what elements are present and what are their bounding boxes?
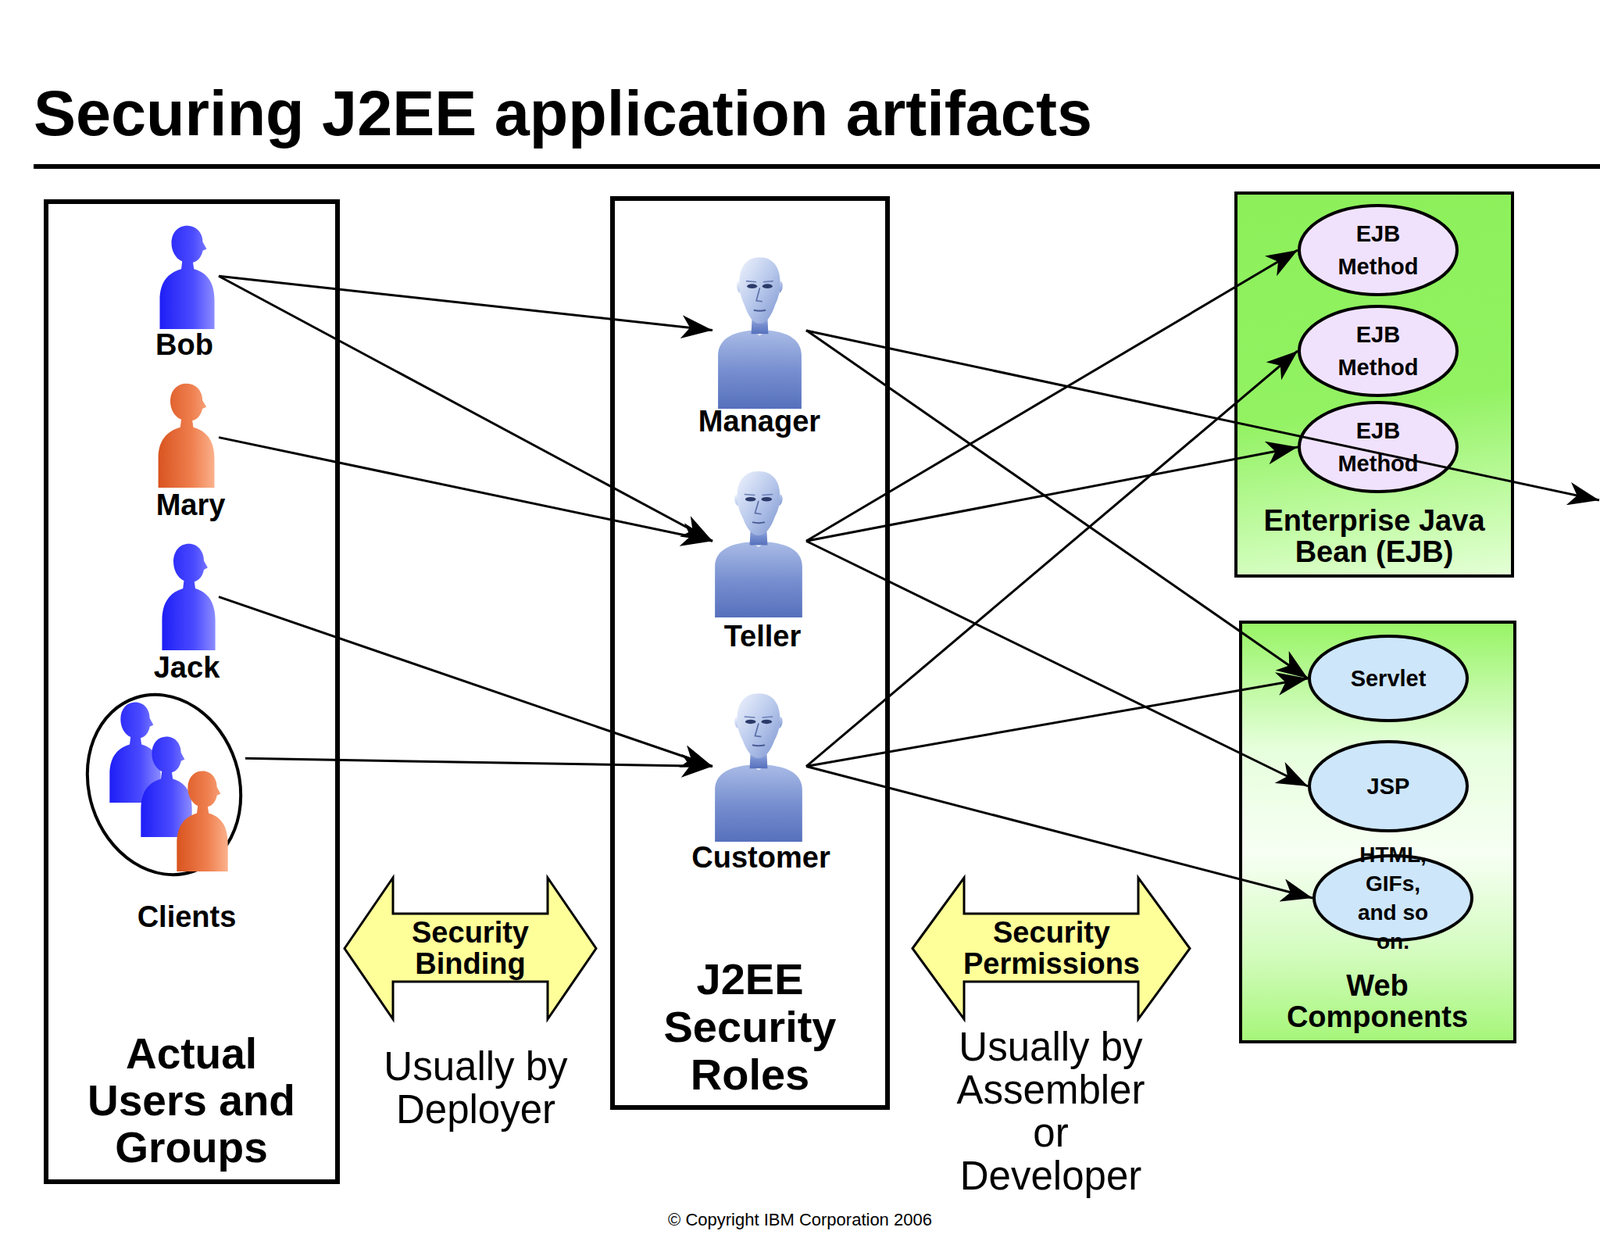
component-ellipse	[1299, 306, 1458, 396]
connector-arrow	[806, 766, 1313, 898]
component-ellipse	[1309, 635, 1468, 721]
connector-arrow	[218, 275, 713, 330]
node-text: Bob	[155, 328, 214, 361]
component-ellipse	[1309, 741, 1468, 831]
connector-arrow	[806, 678, 1308, 767]
role-figure: Manager	[712, 255, 807, 438]
leader-arrow	[806, 330, 1600, 500]
web-component: Servlet	[1307, 634, 1469, 722]
web-component: JSP	[1307, 739, 1469, 833]
user-figure: Jack	[156, 539, 219, 683]
node-outline	[84, 689, 246, 934]
connector-arrow	[218, 437, 713, 542]
user-figure: Mary	[154, 378, 219, 522]
component-ellipse	[1314, 855, 1472, 940]
ejb-method: EJB Method	[1297, 203, 1459, 297]
node-text: Jack	[153, 650, 221, 684]
figure-symbol	[158, 383, 215, 488]
role-figure: Customer	[712, 691, 807, 874]
user-figure: Bob	[156, 221, 219, 362]
group-box: Actual Users and Groups BobMaryJackClient…	[43, 199, 340, 1184]
node-text: Customer	[691, 840, 830, 874]
connector-arrow	[245, 757, 713, 766]
node-text: Teller	[724, 619, 802, 653]
node-outline	[1297, 304, 1459, 397]
node-text: Manager	[698, 404, 821, 438]
node-text: Servlet	[1350, 664, 1427, 693]
free-label: Usually by Assembler or Developer	[953, 1025, 1149, 1197]
double-arrow-shape	[912, 877, 1190, 1019]
node-text: Security Permissions	[953, 916, 1150, 979]
ejb-method: EJB Method	[1297, 304, 1459, 397]
connector-arrow	[218, 275, 713, 541]
connector-arrow	[806, 350, 1298, 767]
connector-arrow	[806, 446, 1298, 541]
node-text: HTML, GIFs, and so on.	[1350, 839, 1436, 956]
node-text: J2EE Security Roles	[648, 954, 852, 1098]
node-text: Web Components	[1267, 969, 1487, 1033]
node-text: EJB Method	[1331, 317, 1425, 384]
binding-arrow: Security Binding	[342, 875, 598, 1021]
component-ellipse	[1299, 402, 1458, 492]
page-title: Securing J2EE application artifacts	[33, 82, 1093, 146]
connector-arrow	[806, 330, 1308, 679]
ejb-method: EJB Method	[1297, 400, 1459, 493]
node-text: JSP	[1367, 771, 1411, 800]
roles-box: J2EE Security Roles ManagerTellerCustomer	[610, 196, 890, 1110]
permissions-arrow: Security Permissions	[910, 875, 1192, 1021]
connector-arrow	[218, 596, 713, 767]
double-arrow-shape	[344, 877, 597, 1019]
figure-symbol	[714, 471, 803, 618]
connector-arrow	[806, 250, 1298, 541]
node-text: Security Binding	[392, 916, 549, 979]
free-label: Usually by Deployer	[374, 1044, 578, 1131]
web-box: Web Components ServletJSP HTML, GIFs, and …	[1239, 620, 1517, 1043]
node-outline	[1297, 400, 1459, 493]
figure-symbol	[714, 692, 803, 842]
component-ellipse	[1299, 205, 1458, 295]
figure-symbol	[161, 543, 215, 650]
title-rule	[33, 164, 1600, 169]
node-text: Clients	[137, 900, 237, 933]
ejb-box: Enterprise Java Bean (EJB)EJB MethodEJB …	[1234, 191, 1515, 578]
figure-symbol	[160, 225, 215, 329]
node-text: EJB Method	[1331, 217, 1425, 283]
node-outline	[1312, 853, 1474, 942]
figure-symbol	[717, 257, 802, 409]
group-ellipse	[64, 674, 265, 895]
role-figure: Teller	[712, 469, 807, 653]
free-label: © Copyright IBM Corporation 2006	[667, 1209, 933, 1230]
connector-arrow	[806, 540, 1308, 786]
node-text: Actual Users and Groups	[74, 1029, 309, 1171]
web-component: HTML, GIFs, and so on.	[1312, 853, 1474, 942]
node-text: Enterprise Java Bean (EJB)	[1249, 504, 1500, 568]
figure-symbol	[176, 771, 228, 872]
user-group: Clients	[84, 689, 246, 934]
node-text: Mary	[156, 488, 226, 522]
node-text: EJB Method	[1331, 414, 1425, 480]
node-outline	[1297, 203, 1459, 297]
